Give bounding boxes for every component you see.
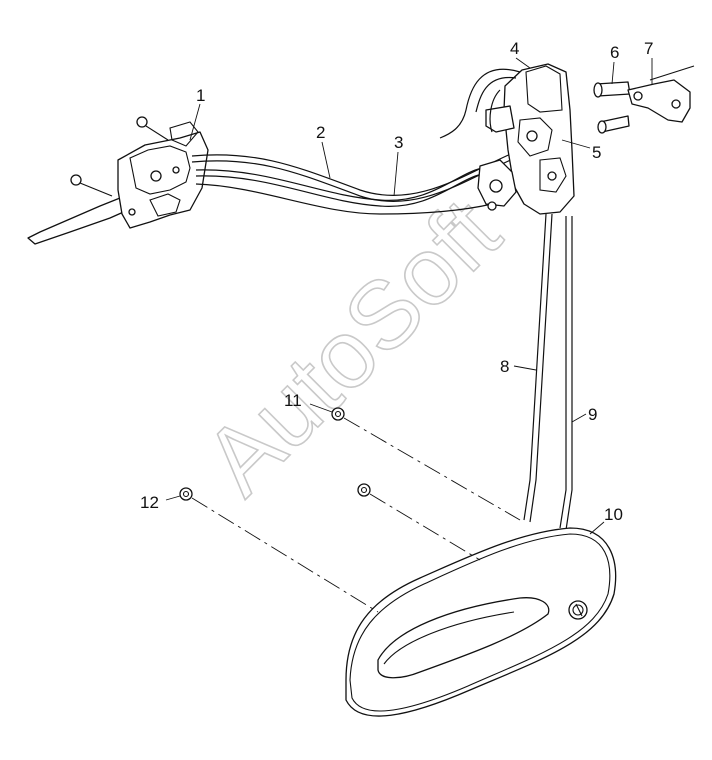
callout-10: 10 <box>604 505 623 524</box>
latch-bolt-lower <box>597 115 630 134</box>
latch-bolt-upper <box>593 81 631 98</box>
callout-9: 9 <box>588 405 597 424</box>
lock-cable-3 <box>195 167 493 215</box>
autosoft-watermark: AutoSoft <box>184 179 520 515</box>
centerline-11 <box>343 417 521 521</box>
callout-3: 3 <box>394 133 403 152</box>
striker-plate <box>627 65 695 123</box>
fastener-screw-left-upper <box>136 116 169 141</box>
door-latch-assembly <box>477 63 575 215</box>
callout-1: 1 <box>196 86 205 105</box>
latch-wiring-harness <box>439 68 521 139</box>
centerline-11b <box>369 493 481 561</box>
callout-4: 4 <box>510 39 519 58</box>
callout-11: 11 <box>284 391 302 410</box>
callout-5: 5 <box>592 143 601 162</box>
exterior-door-handle <box>345 527 617 717</box>
interior-handle-assembly <box>27 121 209 245</box>
callout-8: 8 <box>500 357 509 376</box>
callout-12: 12 <box>140 493 159 512</box>
mounting-nut-11b <box>357 483 371 497</box>
callout-6: 6 <box>610 43 619 62</box>
mounting-nut-12 <box>179 487 193 501</box>
centerline-12 <box>191 497 379 613</box>
fastener-screw-left-lower <box>70 174 113 197</box>
callout-2: 2 <box>316 123 325 142</box>
callout-7: 7 <box>644 39 653 58</box>
outside-handle-rod-8 <box>523 213 553 523</box>
mounting-nut-11 <box>331 407 345 421</box>
leader-lines <box>165 57 653 535</box>
lock-cylinder-rod-9 <box>559 216 573 531</box>
release-cable-2 <box>191 149 521 202</box>
